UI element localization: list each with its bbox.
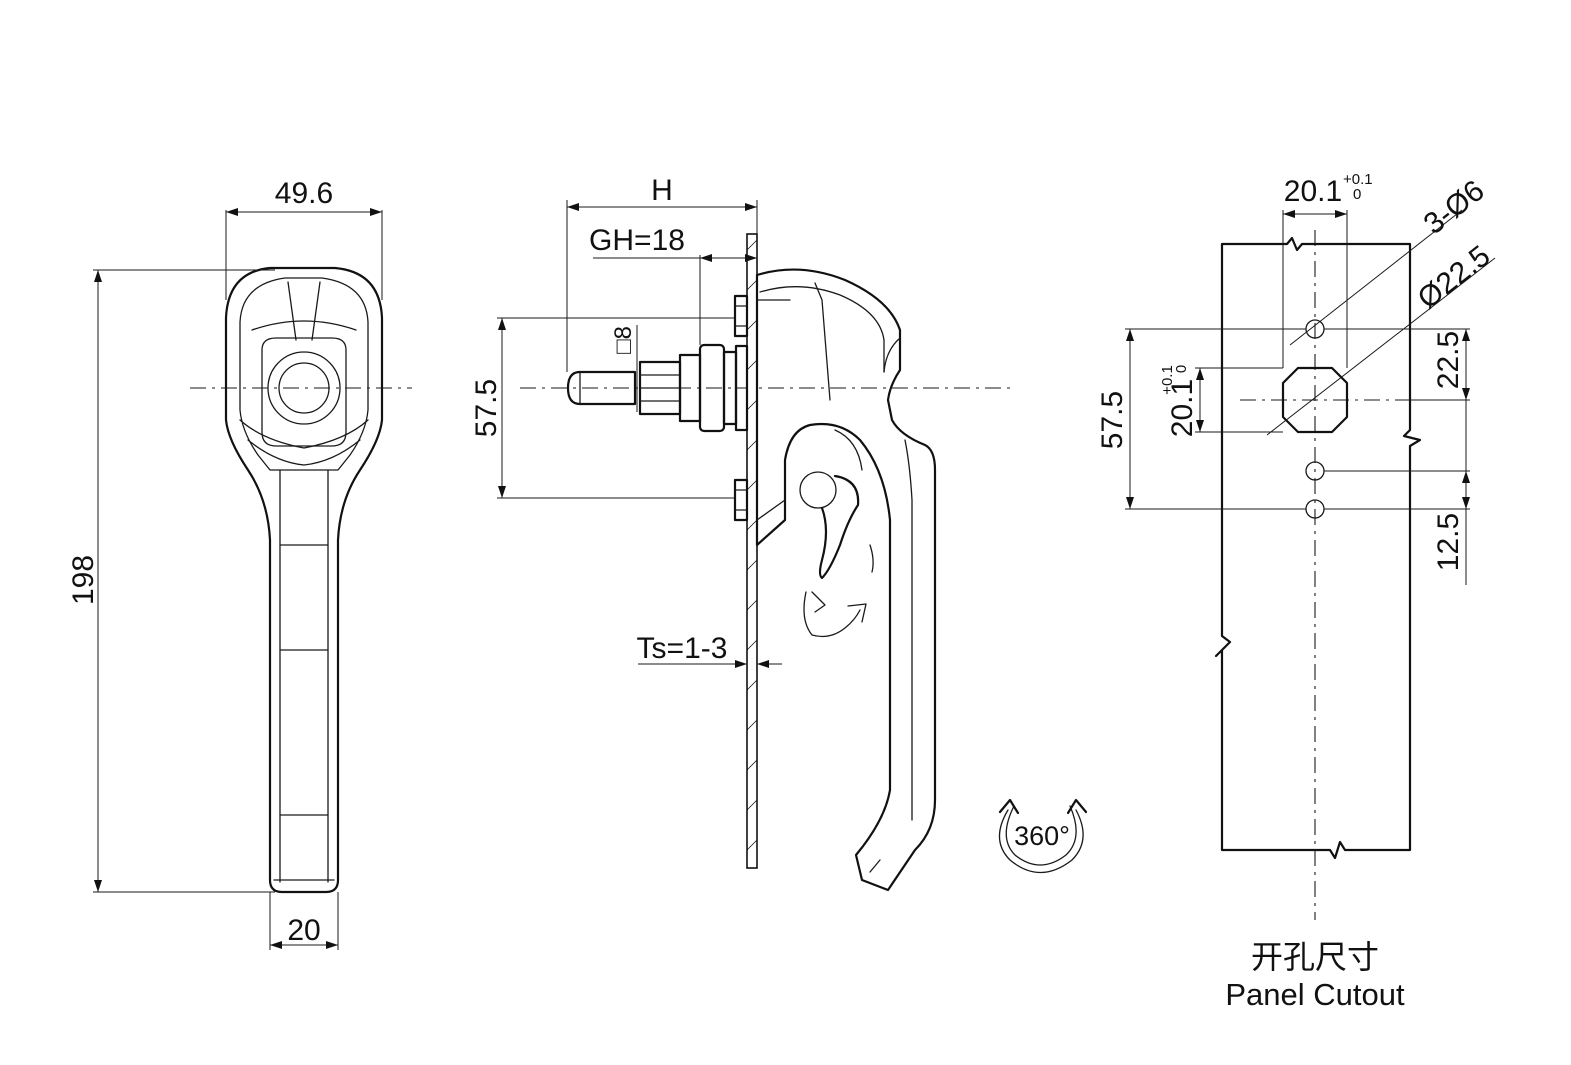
- cutout-caption-cn: 开孔尺寸: [1251, 938, 1379, 976]
- front-width-label: 49.6: [275, 177, 333, 210]
- cutout-circle-label: Ø22.5: [1412, 239, 1497, 315]
- cutout-top-width-label: 20.1: [1284, 175, 1342, 208]
- cutout-caption-en: Panel Cutout: [1225, 977, 1405, 1012]
- cutout-right-lower-label: 12.5: [1432, 513, 1465, 571]
- side-vertical-label: 57.5: [470, 379, 503, 437]
- cutout-square-tol-upper: +0.1: [1159, 365, 1176, 395]
- side-ts-label: Ts=1-3: [637, 632, 728, 665]
- side-view: H GH=18 □8 57.5 Ts=1-3 360°: [470, 174, 1088, 892]
- front-view: 49.6 198 20: [67, 177, 412, 950]
- cutout-top-tol-upper: +0.1: [1343, 171, 1373, 188]
- side-h-label: H: [651, 174, 673, 207]
- front-bottom-width-label: 20: [287, 914, 320, 947]
- cutout-top-tol-lower: 0: [1353, 186, 1361, 203]
- cutout-vertical-label: 57.5: [1096, 391, 1129, 449]
- cutout-right-upper-label: 22.5: [1432, 331, 1465, 389]
- cutout-square-label: 20.1: [1166, 379, 1199, 437]
- cutout-square-tol-lower: 0: [1173, 365, 1190, 373]
- cutout-view: 20.1 +0.1 0 3-Ø6 Ø22.5 57.5 20.1 +0.1 0: [1096, 171, 1497, 1012]
- front-height-label: 198: [67, 555, 100, 605]
- side-spindle-label: □8: [610, 326, 637, 354]
- rotation-label: 360°: [1014, 821, 1070, 851]
- side-gh-label: GH=18: [589, 224, 685, 257]
- cutout-holes-label: 3-Ø6: [1418, 174, 1491, 241]
